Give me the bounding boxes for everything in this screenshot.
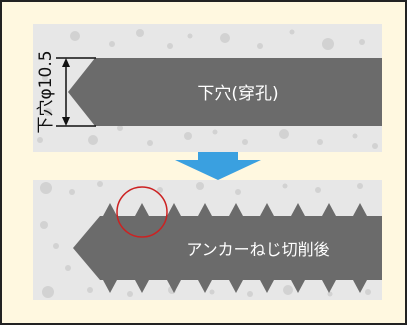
thread-tooth-top [198, 203, 212, 216]
aggregate-dot [88, 135, 98, 145]
dimension-arrow-down [62, 117, 70, 126]
dimension-arrow-up [62, 58, 70, 67]
aggregate-dot [289, 29, 295, 35]
aggregate-dot [315, 187, 321, 193]
aggregate-dot [359, 39, 365, 45]
aggregate-dot [283, 285, 293, 295]
bore-label: 下穴(穿孔) [197, 84, 278, 104]
aggregate-dot [117, 125, 123, 131]
dimension-label: 下穴φ10.5 [36, 50, 56, 133]
aggregate-dot [40, 221, 48, 229]
result-label: アンカーねじ切削後 [186, 240, 329, 259]
diameter-dimension: 下穴φ10.5 [36, 50, 96, 134]
aggregate-dot [196, 182, 204, 190]
aggregate-dot [53, 243, 59, 249]
bore-hole [68, 58, 382, 126]
aggregate-dot [282, 183, 288, 189]
thread-tooth-bottom [167, 280, 181, 293]
thread-tooth-bottom [353, 280, 367, 293]
thread-teeth [103, 203, 367, 293]
aggregate-dot [279, 129, 289, 139]
aggregate-dot [136, 29, 144, 37]
thread-tooth-top [229, 203, 243, 216]
thread-tooth-top [135, 203, 149, 216]
aggregate-dot [70, 31, 80, 41]
aggregate-dot [184, 132, 192, 140]
aggregate-dot [87, 287, 93, 293]
aggregate-dot [127, 291, 133, 297]
aggregate-dot [257, 43, 263, 49]
thread-tooth-top [291, 203, 305, 216]
aggregate-dot [97, 181, 103, 187]
thread-tooth-bottom [229, 280, 243, 293]
aggregate-dot [317, 139, 323, 145]
aggregate-dot [322, 38, 334, 50]
thread-tooth-top [353, 203, 367, 216]
aggregate-dot [187, 33, 193, 39]
aggregate-dot [157, 187, 163, 193]
aggregate-dot [352, 133, 358, 139]
aggregate-dot [220, 33, 230, 43]
aggregate-dot [247, 291, 253, 297]
thread-tooth-bottom [103, 280, 117, 293]
thread-tooth-bottom [198, 280, 212, 293]
aggregate-dot [357, 183, 363, 189]
down-arrow [175, 152, 261, 180]
detail-highlight-circle [116, 186, 168, 238]
aggregate-dot [209, 289, 215, 295]
thread-tooth-top [103, 203, 117, 216]
thread-tooth-bottom [135, 280, 149, 293]
thread-tooth-top [167, 203, 181, 216]
aggregate-dot [42, 75, 48, 81]
thread-tooth-top [322, 203, 336, 216]
aggregate-dot [212, 129, 218, 135]
aggregate-dot [44, 108, 52, 116]
aggregate-dot [167, 43, 173, 49]
bottom-panel: アンカーねじ切削後 [33, 180, 382, 300]
thread-tooth-top [260, 203, 274, 216]
thread-tooth-bottom [291, 280, 305, 293]
aggregate-dot [372, 143, 378, 149]
aggregate-dot [242, 139, 248, 145]
aggregate-dot [327, 291, 333, 297]
top-panel: 下穴(穿孔) 下穴φ10.5 [33, 24, 382, 152]
thread-tooth-bottom [322, 280, 336, 293]
aggregate-dot [365, 289, 371, 295]
aggregate-dot [42, 286, 54, 298]
aggregate-dots-top [37, 29, 378, 149]
aggregate-dot [65, 265, 71, 271]
threaded-hole [73, 216, 382, 280]
aggregate-dot [40, 182, 52, 194]
aggregate-dots-bottom [40, 181, 371, 298]
aggregate-dot [235, 189, 241, 195]
aggregate-dot [109, 41, 115, 47]
aggregate-dot [69, 189, 75, 195]
thread-tooth-bottom [260, 280, 274, 293]
aggregate-dot [37, 137, 43, 143]
aggregate-dot [147, 140, 153, 146]
